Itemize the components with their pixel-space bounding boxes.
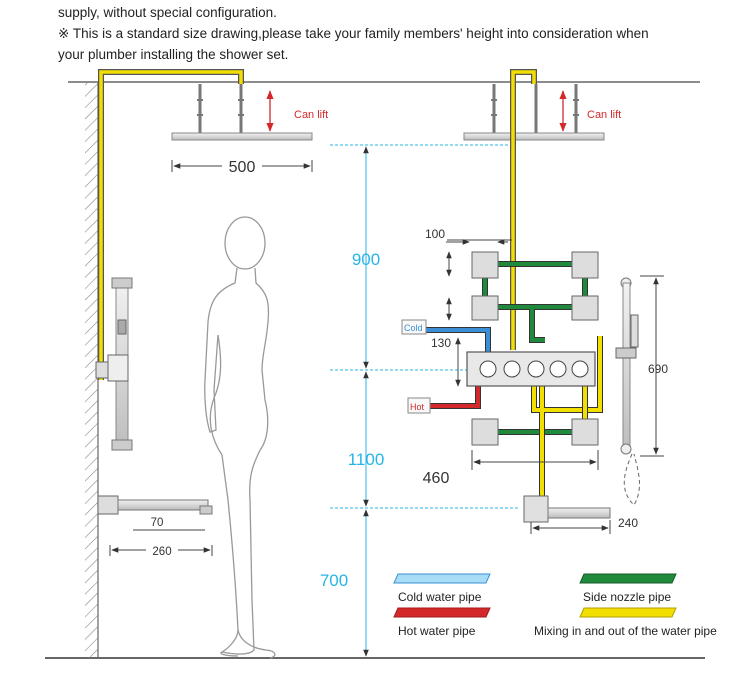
cold-label: Cold (404, 323, 423, 333)
height-guides (330, 144, 520, 657)
legend: Cold water pipe Hot water pipe Side nozz… (393, 573, 717, 638)
right-tub-spout (523, 495, 611, 523)
dim-500: 500 (171, 159, 313, 176)
dim-700: 700 (320, 571, 348, 590)
dim-130: 130 (431, 336, 461, 387)
svg-text:460: 460 (423, 470, 450, 487)
can-lift-label-left: Can lift (294, 109, 328, 121)
hot-pipe (430, 386, 480, 408)
svg-text:690: 690 (648, 362, 668, 376)
header-line-2: ※ This is a standard size drawing,please… (58, 26, 649, 41)
svg-text:Hot water pipe: Hot water pipe (398, 624, 476, 638)
side-nozzle-pipes (482, 261, 588, 435)
right-slide-bar (615, 277, 640, 506)
header-line-3: your plumber installing the shower set. (58, 47, 289, 62)
svg-text:500: 500 (229, 159, 256, 176)
thermostatic-valve (466, 351, 596, 387)
left-slide-bar (95, 277, 133, 451)
dim-690: 690 (640, 275, 668, 457)
human-figure (204, 216, 276, 659)
dim-100: 100 (425, 227, 512, 321)
svg-text:260: 260 (152, 546, 171, 558)
svg-text:Mixing in and out of the water: Mixing in and out of the water pipe (534, 624, 717, 638)
legend-hot: Hot water pipe (393, 607, 491, 638)
header-line-1: supply, without special configuration. (58, 5, 277, 20)
dim-900: 900 (352, 250, 380, 269)
svg-text:70: 70 (151, 517, 164, 529)
left-tub-spout (97, 495, 213, 515)
dim-240: 240 (530, 516, 638, 534)
dim-260: 260 (109, 545, 213, 558)
legend-cold: Cold water pipe (393, 573, 491, 604)
legend-mix: Mixing in and out of the water pipe (534, 607, 717, 638)
can-lift-label-right: Can lift (587, 109, 621, 121)
hot-label: Hot (410, 402, 425, 412)
cold-pipe (420, 328, 490, 352)
dim-70: 70 (133, 517, 205, 531)
svg-text:100: 100 (425, 227, 445, 241)
body-jets (471, 251, 599, 446)
right-shower-head: Can lift (463, 84, 621, 141)
instruction-text: supply, without special configuration. ※… (58, 2, 748, 65)
svg-text:240: 240 (618, 516, 638, 530)
dim-460: 460 (423, 450, 599, 487)
svg-text:130: 130 (431, 336, 451, 350)
svg-text:Cold water pipe: Cold water pipe (398, 590, 482, 604)
dim-1100: 1100 (348, 450, 385, 469)
left-shower-head: Can lift (171, 84, 328, 141)
legend-side: Side nozzle pipe (579, 573, 677, 604)
svg-text:Side nozzle pipe: Side nozzle pipe (583, 590, 671, 604)
